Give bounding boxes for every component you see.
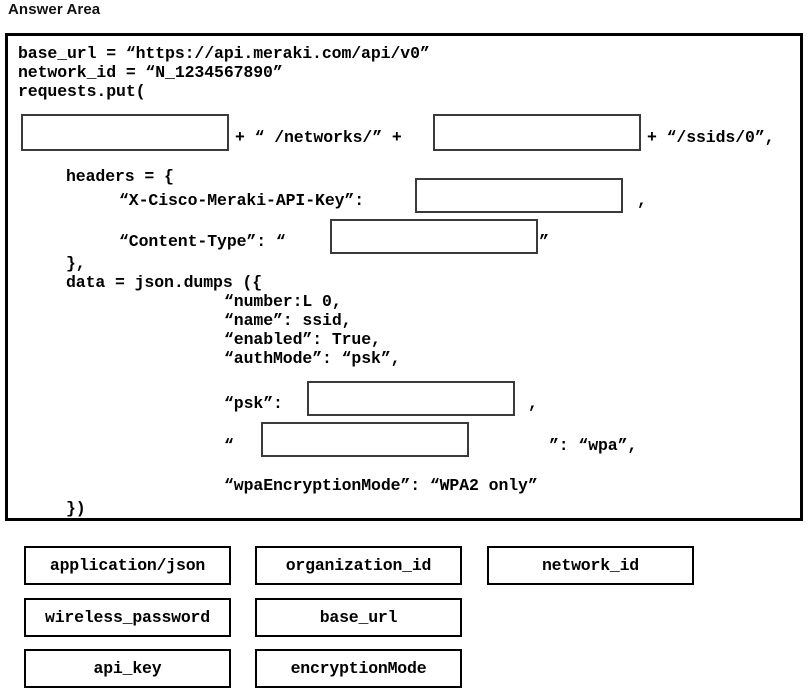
drop-network-id[interactable] (433, 114, 641, 151)
code-line-l11: }, (66, 254, 86, 273)
code-line-l15: “enabled”: True, (224, 330, 381, 349)
code-line-l21: “wpaEncryptionMode”: “WPA2 only” (224, 476, 538, 495)
code-line-l16: “authMode”: “psk”, (224, 349, 401, 368)
drop-encryption-key[interactable] (261, 422, 469, 457)
code-line-l19: “ (224, 436, 234, 455)
option-tile-encryptionmode[interactable]: encryptionMode (255, 649, 462, 688)
code-line-l9: “Content-Type”: “ (119, 232, 286, 251)
option-tile-network-id[interactable]: network_id (487, 546, 694, 585)
code-line-l10: ” (539, 232, 549, 251)
code-line-l20: ”: “wpa”, (549, 436, 638, 455)
page-title: Answer Area (8, 1, 101, 18)
code-line-l8: , (637, 191, 647, 210)
drop-content-type[interactable] (330, 219, 538, 254)
code-line-l12: data = json.dumps ({ (66, 273, 263, 292)
option-tile-organization-id[interactable]: organization_id (255, 546, 462, 585)
code-snippet-panel: base_url = “https://api.meraki.com/api/v… (5, 33, 803, 521)
option-tile-application-json[interactable]: application/json (24, 546, 231, 585)
drop-base-url[interactable] (21, 114, 229, 151)
code-line-l22: }) (66, 499, 86, 518)
option-tile-base-url[interactable]: base_url (255, 598, 462, 637)
code-body: base_url = “https://api.meraki.com/api/v… (8, 36, 800, 518)
code-line-l2: network_id = “N_1234567890” (18, 63, 283, 82)
option-tile-wireless-password[interactable]: wireless_password (24, 598, 231, 637)
code-line-l4: + “ /networks/” + (235, 128, 402, 147)
code-line-l7: “X-Cisco-Meraki-API-Key”: (119, 191, 365, 210)
code-line-l14: “name”: ssid, (224, 311, 352, 330)
code-line-l6: headers = { (66, 167, 174, 186)
drop-api-key[interactable] (415, 178, 623, 213)
code-line-l1: base_url = “https://api.meraki.com/api/v… (18, 44, 430, 63)
option-tile-api-key[interactable]: api_key (24, 649, 231, 688)
code-line-l3: requests.put( (18, 82, 146, 101)
code-line-l18: , (528, 394, 538, 413)
code-line-l13: “number:L 0, (224, 292, 342, 311)
drop-psk[interactable] (307, 381, 515, 416)
code-line-l17: “psk”: (224, 394, 283, 413)
code-line-l5: + “/ssids/0”, (647, 128, 775, 147)
